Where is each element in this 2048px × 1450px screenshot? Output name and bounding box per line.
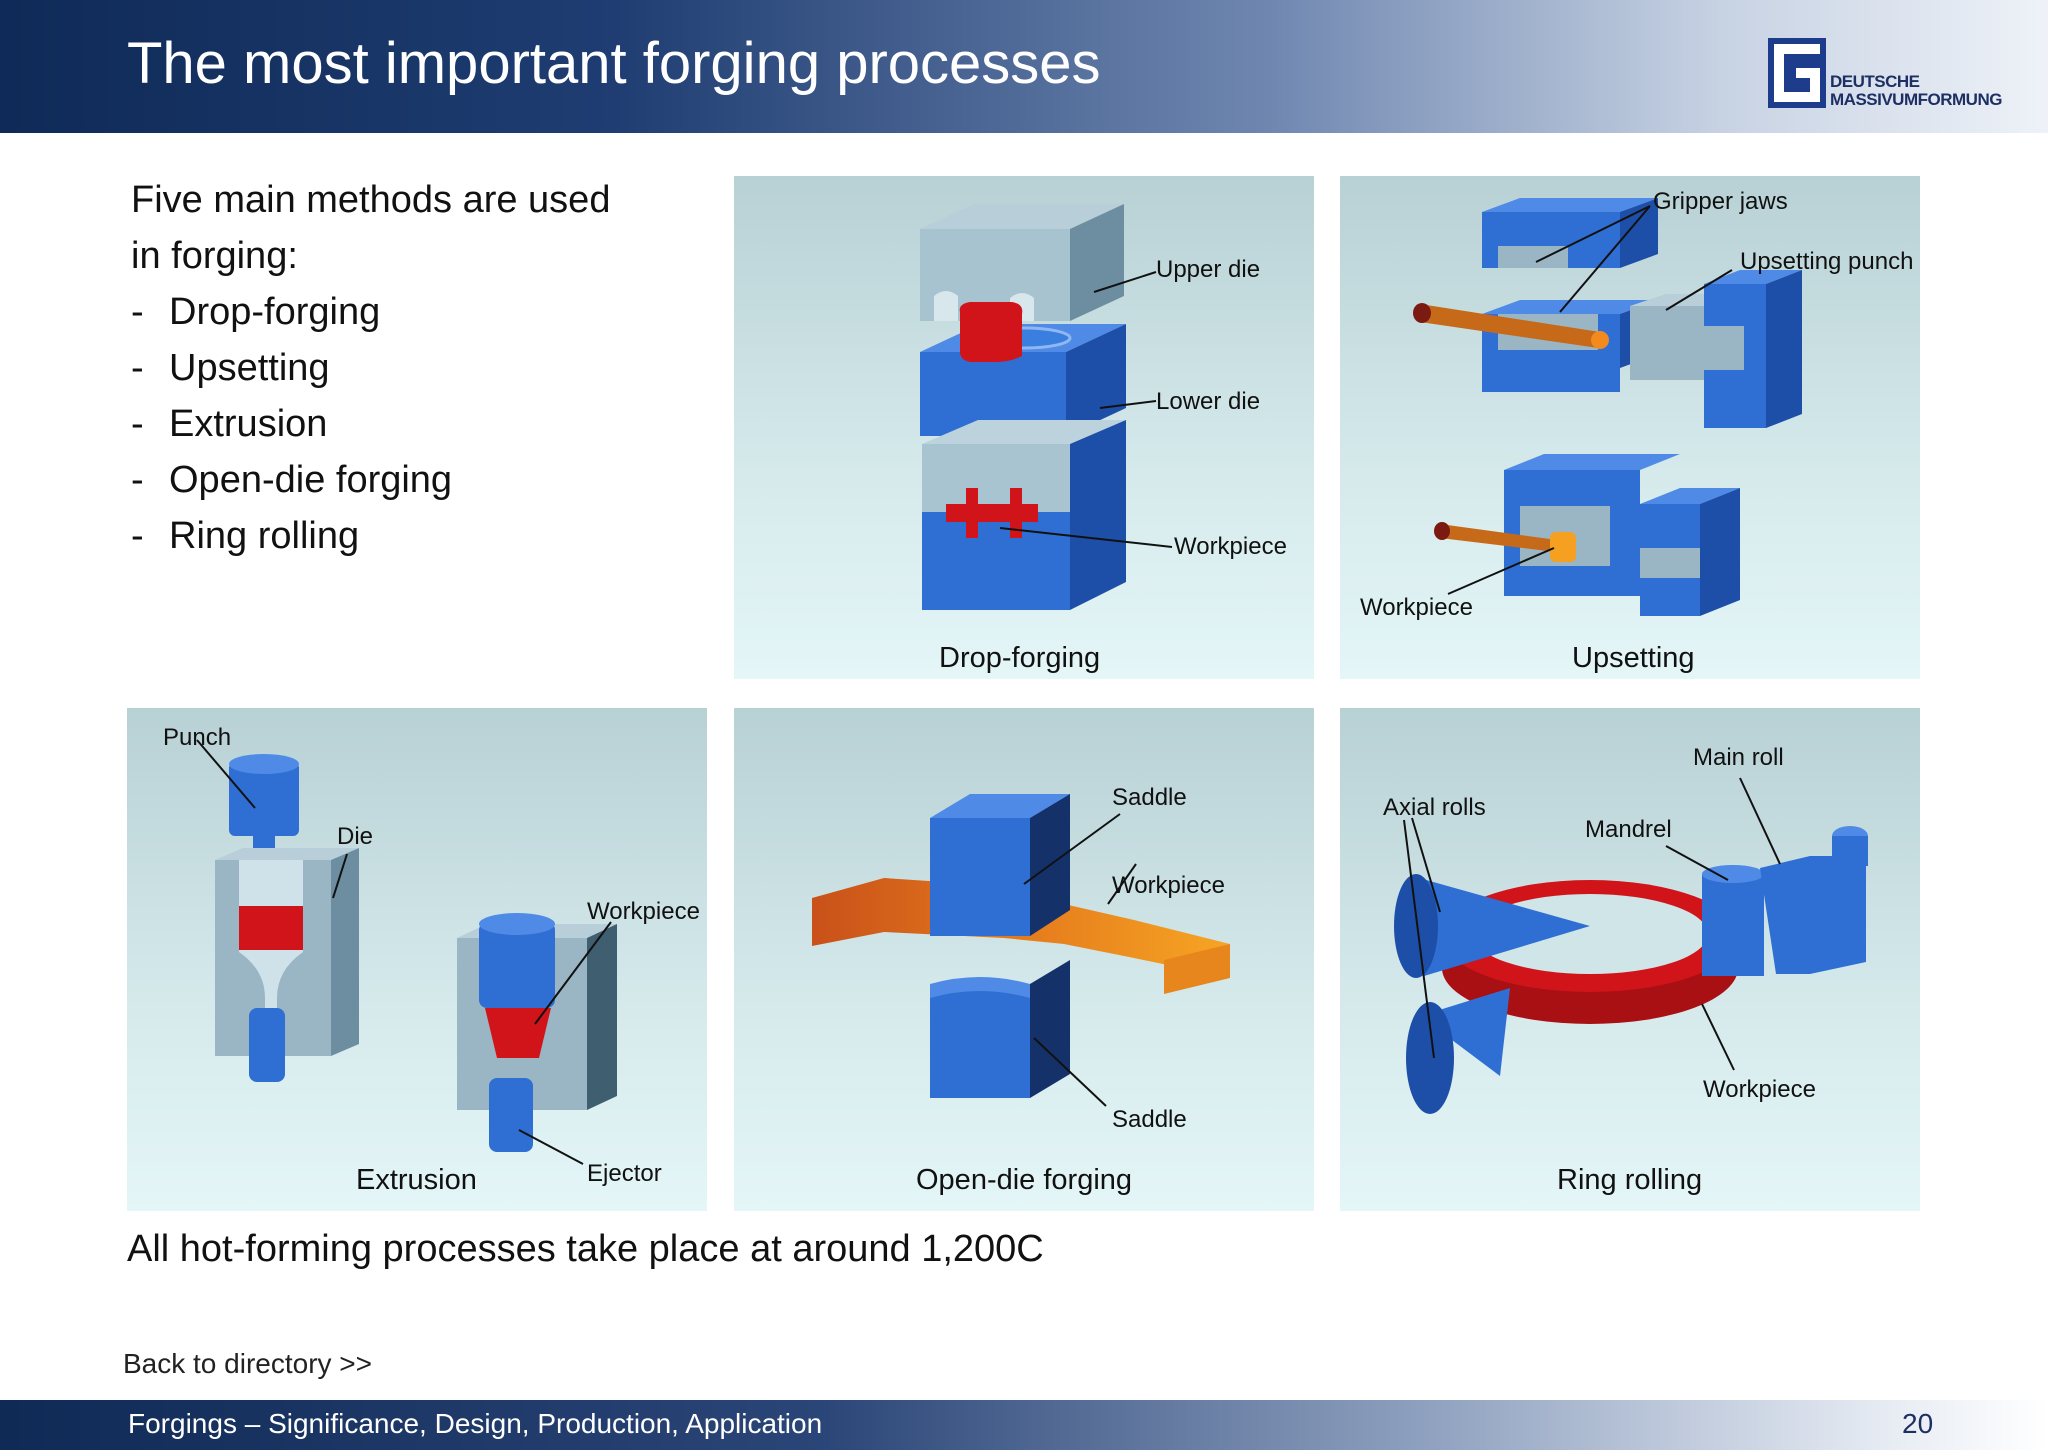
footer-bar: Forgings – Significance, Design, Product… [0,1400,2048,1450]
method-list: -Drop-forging -Upsetting -Extrusion -Ope… [131,284,610,564]
page-title: The most important forging processes [127,31,1101,96]
temperature-note: All hot-forming processes take place at … [127,1228,1044,1270]
label-upper-die: Upper die [1156,256,1261,283]
list-item: -Open-die forging [131,459,453,501]
extrusion-illustration [196,739,617,1165]
label-gripper-jaws: Gripper jaws [1653,188,1788,215]
intro-text: Five main methods are used in forging: -… [131,172,610,564]
label-workpiece: Workpiece [1360,594,1473,621]
list-item: -Upsetting [131,347,330,389]
caption-ring-rolling: Ring rolling [1557,1164,1703,1196]
intro-line-1: Five main methods are used [131,179,611,221]
logo-mark-icon [1768,38,1826,108]
panel-ring-rolling: Main roll Axial rolls Mandrel Workpiece … [1340,708,1920,1211]
ring-rolling-illustration [1394,777,1868,1114]
caption-open-die-forging: Open-die forging [916,1164,1133,1196]
label-saddle-lower: Saddle [1112,1106,1187,1133]
label-workpiece: Workpiece [587,898,700,925]
list-item: -Drop-forging [131,291,381,333]
logo-text-line2: MASSIVUMFORMUNG [1830,90,2002,109]
label-workpiece: Workpiece [1112,872,1225,899]
panel-drop-forging: Upper die Lower die Workpiece Drop-forgi… [734,176,1314,679]
intro-line-2: in forging: [131,235,298,277]
label-upsetting-punch: Upsetting punch [1740,248,1914,275]
page-number: 20 [1902,1408,1934,1439]
label-workpiece: Workpiece [1174,533,1287,560]
open-die-forging-illustration [812,794,1230,1107]
caption-extrusion: Extrusion [356,1164,477,1196]
list-item: -Extrusion [131,403,328,445]
panel-extrusion: Punch Die Workpiece Ejector Extrusion [127,708,707,1211]
label-punch: Punch [163,724,232,751]
back-to-directory-link[interactable]: Back to directory >> [123,1348,373,1379]
upsetting-illustration [1413,198,1802,616]
label-saddle-upper: Saddle [1112,784,1187,811]
drop-forging-illustration [920,204,1173,610]
label-ejector: Ejector [587,1160,662,1187]
logo-text-line1: DEUTSCHE [1830,72,1920,91]
header-bar: The most important forging processes DEU… [0,0,2048,133]
panel-upsetting: Gripper jaws Upsetting punch Workpiece U… [1340,176,1920,679]
footer-title: Forgings – Significance, Design, Product… [128,1408,823,1439]
label-main-roll: Main roll [1693,744,1784,771]
caption-upsetting: Upsetting [1572,642,1695,674]
company-logo: DEUTSCHE MASSIVUMFORMUNG [1768,38,2008,134]
label-lower-die: Lower die [1156,388,1261,415]
label-mandrel: Mandrel [1585,816,1672,843]
label-die: Die [337,823,374,850]
label-workpiece: Workpiece [1703,1076,1816,1103]
panel-open-die-forging: Saddle Workpiece Saddle Open-die forging [734,708,1314,1211]
caption-drop-forging: Drop-forging [939,642,1101,674]
list-item: -Ring rolling [131,515,360,557]
label-axial-rolls: Axial rolls [1383,794,1486,821]
